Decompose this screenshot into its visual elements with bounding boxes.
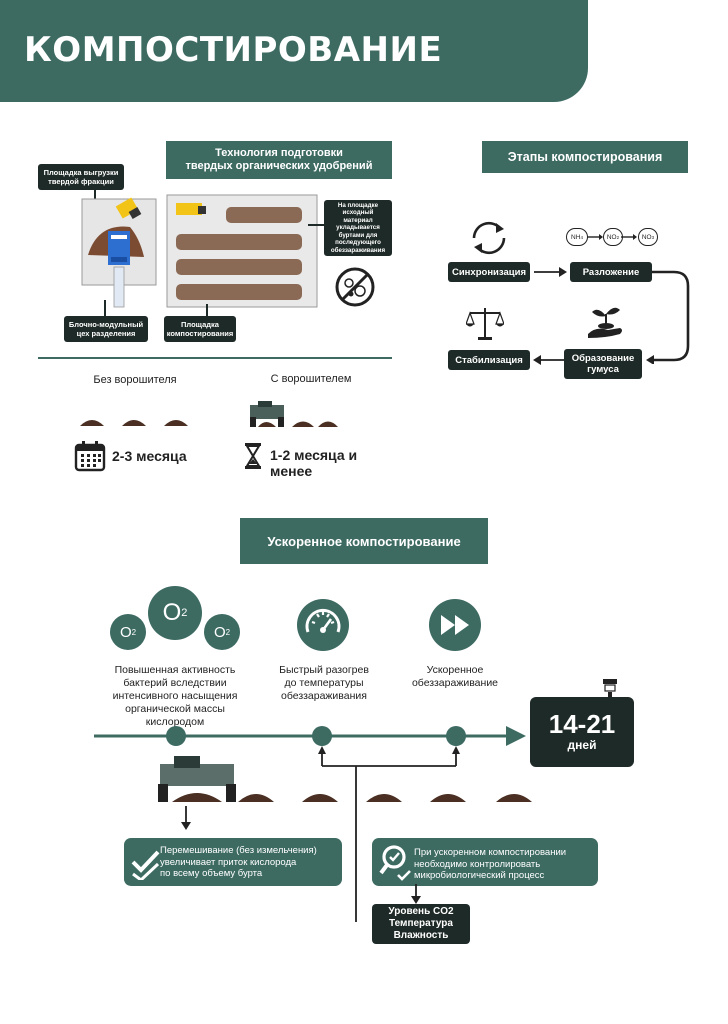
calendar-icon [74, 441, 106, 472]
days-number: 14-21 [548, 709, 616, 739]
checkmark-icon [131, 850, 160, 880]
arrow-down-turner [181, 806, 191, 830]
block-label-connector [104, 300, 106, 318]
page-title: КОМПОСТИРОВАНИЕ [24, 30, 443, 70]
days-box: 14-21 дней [530, 697, 634, 767]
pad-label: Площадка компостирования [164, 316, 236, 342]
control-note-tile: При ускоренном компостировании необходим… [372, 838, 598, 886]
chemistry-arrows [587, 234, 637, 240]
arrow-humus-to-stabilization [533, 355, 564, 365]
scales-icon [466, 308, 504, 340]
header-banner [0, 0, 588, 102]
stages-title-box: Этапы компостирования [482, 141, 688, 173]
unload-label: Площадка выгрузки твердой фракции [38, 164, 124, 190]
pad-label-connector [206, 304, 208, 318]
windrows-without-turner [80, 420, 188, 426]
thermometer-icon [602, 678, 618, 698]
tech-title-line1: Технология подготовки [215, 147, 343, 159]
duration-with: 1-2 месяца и менее [270, 447, 358, 479]
with-turner-label: С ворошителем [270, 373, 352, 385]
mixing-note-tile: Перемешивание (без измельчения) увеличив… [124, 838, 342, 886]
thermometer-icon-svg [603, 679, 617, 697]
sync-cycle-icon [472, 221, 506, 255]
separation-yard-illustration [81, 197, 157, 308]
stage-sync: Синхронизация [448, 262, 530, 282]
tech-title-box: Технология подготовки твердых органическ… [166, 141, 392, 179]
section-divider [38, 357, 392, 359]
hourglass-icon [245, 443, 261, 469]
turner-machine-illustration [158, 756, 236, 802]
stage-loop-connector [646, 270, 690, 364]
stage-humus: Образование гумуса [564, 349, 642, 379]
gauge-icon [297, 599, 349, 651]
pad-note: На площадке исходный материал укладывает… [324, 200, 392, 256]
control-note-text: При ускоренном компостировании необходим… [414, 847, 567, 881]
benefit-oxygen-text: Повышенная активность бактерий вследстви… [112, 664, 238, 728]
note-connector [308, 224, 324, 226]
windrows-row [238, 794, 532, 802]
block-module-label: Блочно-модульный цех разделения [64, 316, 148, 342]
seedling-hand-icon [588, 307, 622, 338]
benefit-disinfection-text: Ускоренное обеззараживание [411, 664, 499, 689]
duration-without: 2-3 месяца [112, 448, 187, 464]
stage-stabilization: Стабилизация [448, 350, 530, 370]
days-word: дней [567, 738, 597, 752]
no-pathogens-icon [335, 267, 375, 307]
turner-with-windrows [250, 401, 338, 427]
without-turner-label: Без ворошителя [93, 374, 177, 386]
compost-pad-illustration [166, 194, 318, 308]
arrow-down-control [411, 884, 421, 904]
parameters-box: Уровень CO2 Температура Влажность [372, 904, 470, 944]
fast-forward-icon [429, 599, 481, 651]
mixing-note-text: Перемешивание (без измельчения) увеличив… [160, 845, 317, 879]
benefit-heating-text: Быстрый разогрев до температуры обеззара… [279, 664, 369, 702]
arrow-sync-to-decomp [534, 267, 567, 277]
timeline [94, 726, 526, 922]
tech-title-line2: твердых органических удобрений [185, 160, 373, 172]
stage-decomposition: Разложение [570, 262, 652, 282]
accel-title-box: Ускоренное компостирование [240, 518, 488, 564]
magnifier-check-icon [379, 845, 411, 881]
